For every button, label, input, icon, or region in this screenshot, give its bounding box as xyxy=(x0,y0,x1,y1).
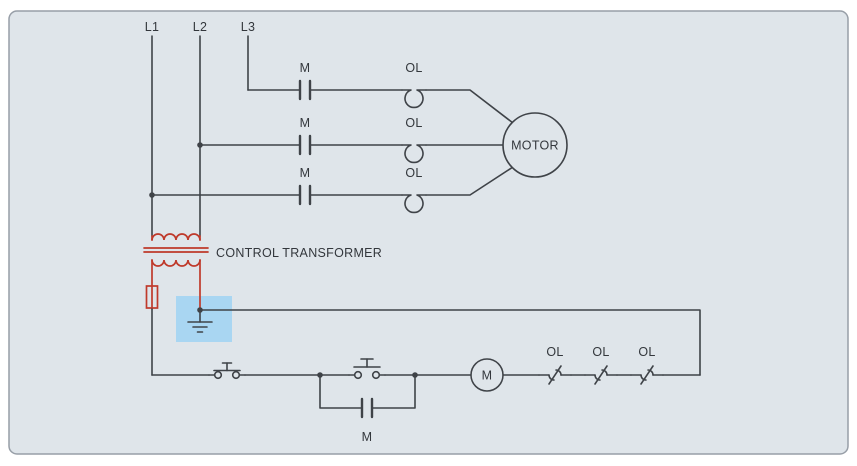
control-transformer xyxy=(143,233,209,311)
overload-contact-1-label: OL xyxy=(546,345,563,359)
feed-line-l1-label: L1 xyxy=(145,20,160,34)
power-rung-3: M OL xyxy=(151,166,514,214)
motor-label: MOTOR xyxy=(511,139,559,153)
overload-contact-3-label: OL xyxy=(638,345,655,359)
fuse-symbol xyxy=(145,285,159,309)
memory-contact-label: M xyxy=(362,430,373,444)
control-section: M M OL OL OL xyxy=(151,308,701,444)
overload-heater-1-label: OL xyxy=(405,61,422,75)
control-transformer-label: CONTROL TRANSFORMER xyxy=(216,246,382,260)
ground-section xyxy=(187,307,213,333)
control-wiring xyxy=(151,308,701,409)
m-contact-1-label: M xyxy=(300,61,311,75)
overload-heater-3-label: OL xyxy=(405,166,422,180)
feed-line-l2-label: L2 xyxy=(193,20,208,34)
starter-coil-label: M xyxy=(482,369,493,383)
starter-coil xyxy=(470,358,504,392)
overload-contact-2-label: OL xyxy=(592,345,609,359)
transformer-section: CONTROL TRANSFORMER xyxy=(143,233,382,311)
power-section: L1 L2 L3 M OL M OL M xyxy=(145,20,568,237)
diagram-frame xyxy=(8,10,849,455)
m-contact-2-label: M xyxy=(300,116,311,130)
feed-line-wiring xyxy=(151,35,249,237)
junction-dot-l2 xyxy=(197,142,203,148)
power-rung-1: M OL xyxy=(247,61,514,124)
feed-line-l3-label: L3 xyxy=(241,20,256,34)
power-rung-2: M OL xyxy=(199,116,504,164)
motor-circle xyxy=(502,112,568,178)
junction-dot-branch-left xyxy=(317,372,323,378)
overload-heater-2-label: OL xyxy=(405,116,422,130)
ground-highlight xyxy=(176,296,232,342)
junction-dot-branch-right xyxy=(412,372,418,378)
m-contact-3-label: M xyxy=(300,166,311,180)
junction-dot-l1 xyxy=(149,192,155,198)
